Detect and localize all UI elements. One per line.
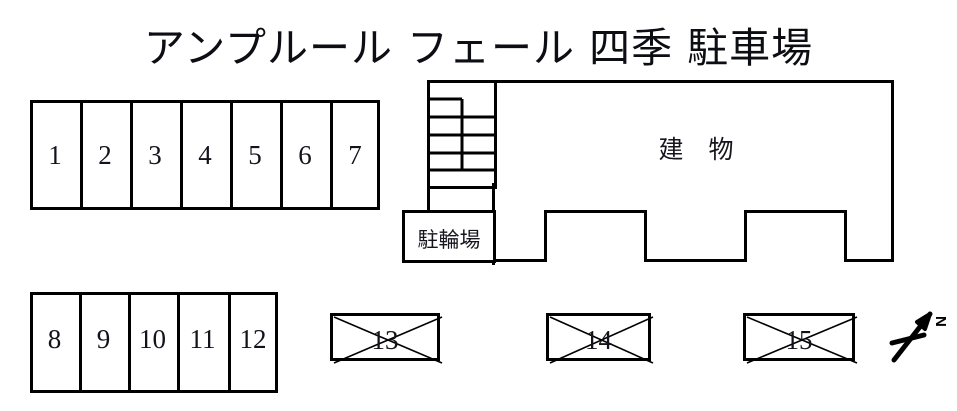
cross-out-icon [549,316,654,364]
bicycle-parking-label: 駐輪場 [417,228,481,252]
page-title: アンプルール フェール 四季 駐車場 [143,24,814,72]
upper-parking-row [30,100,380,210]
stall-divider [280,100,283,210]
stall-divider [180,100,183,210]
crossed-stall-13: 13 [330,313,443,364]
stall-divider [80,100,83,210]
building-outline [424,77,895,265]
stall-divider [230,100,233,210]
stall-label-4: 4 [198,140,212,170]
stall-label-9: 9 [96,324,111,354]
cross-out-icon [333,316,443,364]
stall-label-15: 15 [785,325,813,355]
stall-divider [79,292,82,393]
north-letter: N [932,316,949,327]
stall-label-5: 5 [248,140,262,170]
cross-out-icon [746,316,858,364]
stall-label-3: 3 [148,140,162,170]
stall-label-10: 10 [139,324,166,354]
stall-divider [128,292,131,393]
stall-divider [228,292,231,393]
stall-label-12: 12 [239,324,267,354]
stall-divider [130,100,133,210]
building-label: 建 物 [658,135,734,164]
stall-divider [177,292,180,393]
stall-divider [330,100,333,210]
stall-label-11: 11 [189,324,216,354]
stall-label-6: 6 [298,140,312,170]
north-arrow-icon: N [884,302,950,368]
stall-label-1: 1 [48,140,62,170]
stall-label-8: 8 [47,324,62,354]
crossed-stall-15: 15 [743,313,858,364]
stall-label-14: 14 [585,325,612,355]
lower-parking-row [30,292,278,393]
stall-label-13: 13 [371,325,399,355]
crossed-stall-14: 14 [546,313,654,364]
stall-label-2: 2 [98,140,112,170]
bicycle-parking-area [402,210,496,263]
stall-label-7: 7 [348,140,362,170]
